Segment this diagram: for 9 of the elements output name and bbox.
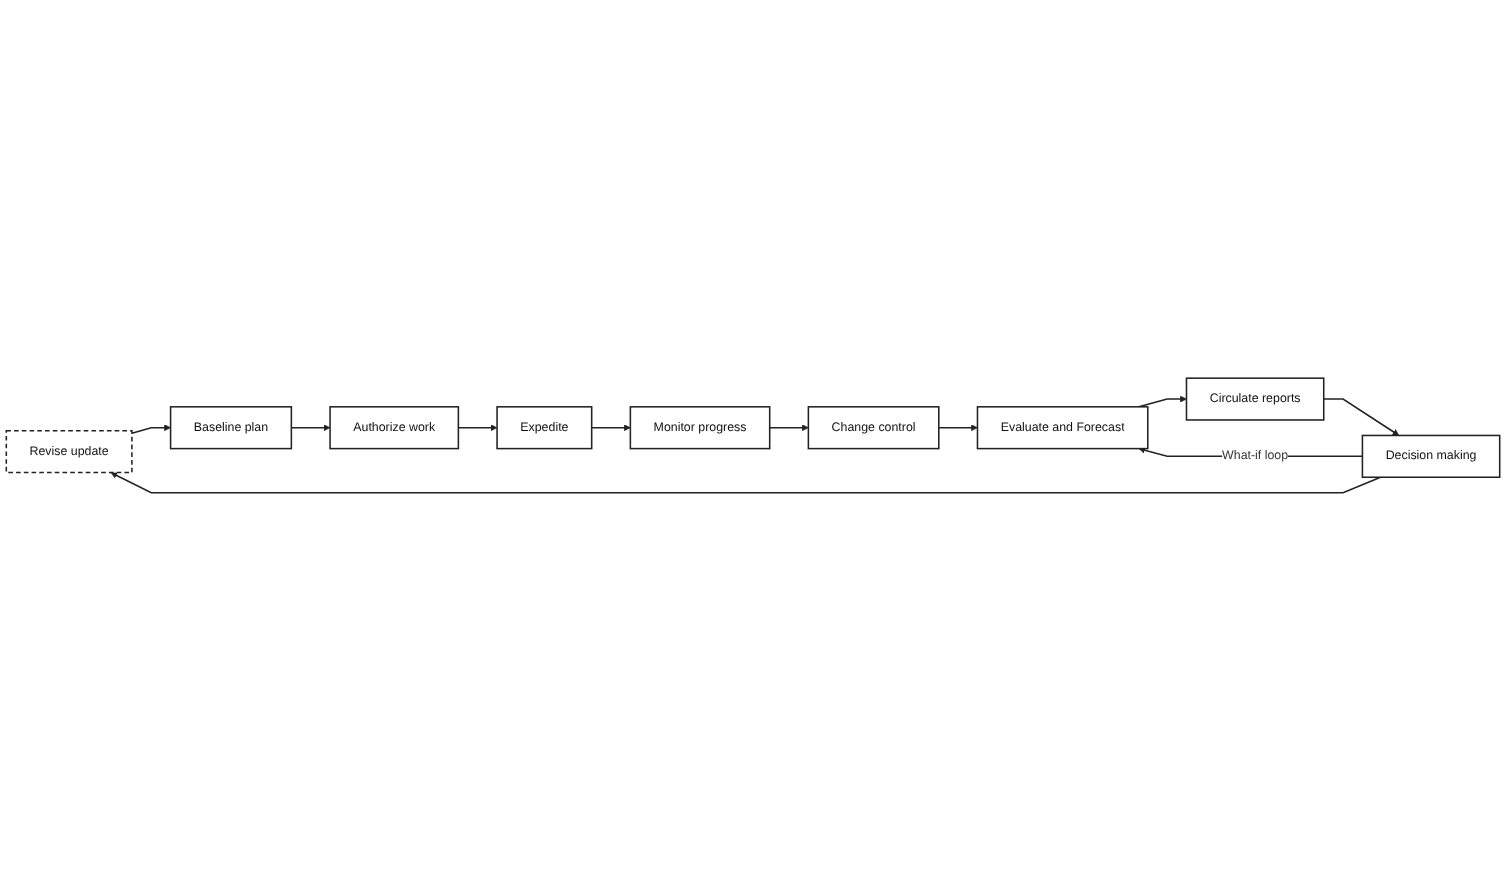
arrow (1322, 397, 1400, 436)
arrow (938, 423, 978, 431)
arrow (457, 423, 498, 431)
arrow (590, 423, 631, 431)
arrow (131, 423, 171, 434)
arrow (768, 423, 809, 431)
arrow (110, 471, 1382, 494)
arrow (290, 423, 331, 431)
arrow (1138, 395, 1187, 408)
